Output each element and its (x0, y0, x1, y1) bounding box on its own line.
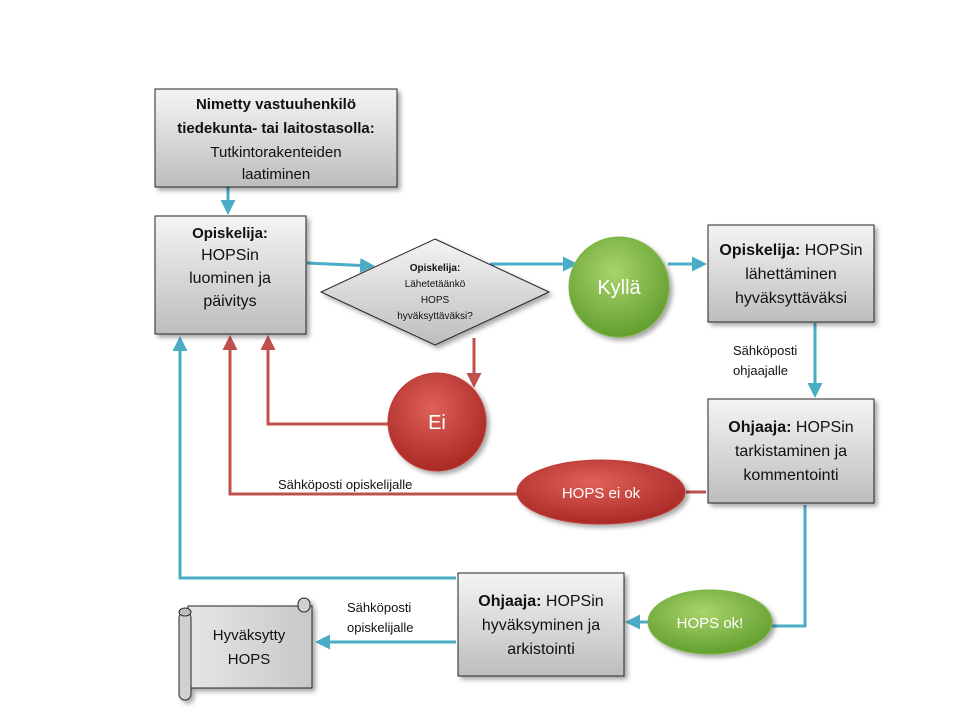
responsible-title-line2: tiedekunta- tai laitostasolla: (177, 120, 375, 137)
yes-label: Kyllä (597, 277, 641, 299)
student-create-line3: luominen ja (189, 270, 271, 287)
node-responsible-person: Nimetty vastuuhenkilö tiedekunta- tai la… (154, 88, 398, 188)
responsible-text-line4: laatiminen (242, 166, 310, 183)
student-send-line1: Opiskelija: HOPSin (719, 242, 862, 259)
node-advisor-approve: Ohjaaja: HOPSin hyväksyminen ja arkistoi… (457, 572, 625, 677)
node-decision: Opiskelija: Lähetetäänkö HOPS hyväksyttä… (319, 238, 551, 346)
student-send-line2: lähettäminen (745, 266, 837, 283)
decision-line2: Lähetetäänkö (405, 279, 466, 290)
student-create-title: Opiskelija: (192, 225, 268, 242)
node-student-send: Opiskelija: HOPSin lähettäminen hyväksyt… (707, 224, 875, 323)
node-yes: Kyllä (568, 236, 670, 338)
node-advisor-check: Ohjaaja: HOPSin tarkistaminen ja komment… (707, 398, 875, 504)
responsible-title-line1: Nimetty vastuuhenkilö (196, 96, 356, 113)
student-create-line2: HOPSin (201, 247, 259, 264)
node-no: Ei (387, 372, 487, 472)
label-email-student-1: Sähköposti (347, 600, 411, 615)
hops-ok-label: HOPS ok! (677, 615, 744, 632)
approved-line2: HOPS (228, 651, 271, 668)
advisor-check-line1: Ohjaaja: HOPSin (728, 419, 853, 436)
student-send-line3: hyväksyttäväksi (735, 290, 847, 307)
advisor-approve-line3: arkistointi (507, 641, 575, 658)
advisor-check-line2: tarkistaminen ja (735, 443, 847, 460)
hops-not-ok-label: HOPS ei ok (562, 485, 641, 502)
decision-line3: HOPS (421, 295, 450, 306)
label-email-advisor-1: Sähköposti (733, 343, 797, 358)
advisor-check-line3: kommentointi (743, 467, 838, 484)
node-hops-ok: HOPS ok! (647, 589, 773, 655)
node-hops-not-ok: HOPS ei ok (516, 459, 686, 525)
edge-no-to-student (260, 335, 390, 426)
advisor-approve-line2: hyväksyminen ja (482, 617, 600, 634)
label-email-advisor-2: ohjaajalle (733, 363, 788, 378)
approved-line1: Hyväksytty (213, 627, 286, 644)
no-label: Ei (428, 412, 446, 434)
responsible-text-line3: Tutkintorakenteiden (210, 144, 341, 161)
decision-line4: hyväksyttäväksi? (397, 311, 473, 322)
label-email-student-2: opiskelijalle (347, 620, 413, 635)
node-approved-hops: Hyväksytty HOPS (178, 597, 313, 701)
student-create-line4: päivitys (203, 293, 256, 310)
edge-student-to-decision (306, 257, 375, 273)
edge-notok-to-student (222, 335, 518, 496)
advisor-approve-line1: Ohjaaja: HOPSin (478, 593, 603, 610)
edge-check-to-ok (768, 505, 807, 628)
node-student-create: Opiskelija: HOPSin luominen ja päivitys (154, 215, 307, 335)
decision-title: Opiskelija: (410, 263, 461, 274)
label-email-student-long: Sähköposti opiskelijalle (278, 477, 412, 492)
edge-approve-to-student (172, 336, 456, 580)
